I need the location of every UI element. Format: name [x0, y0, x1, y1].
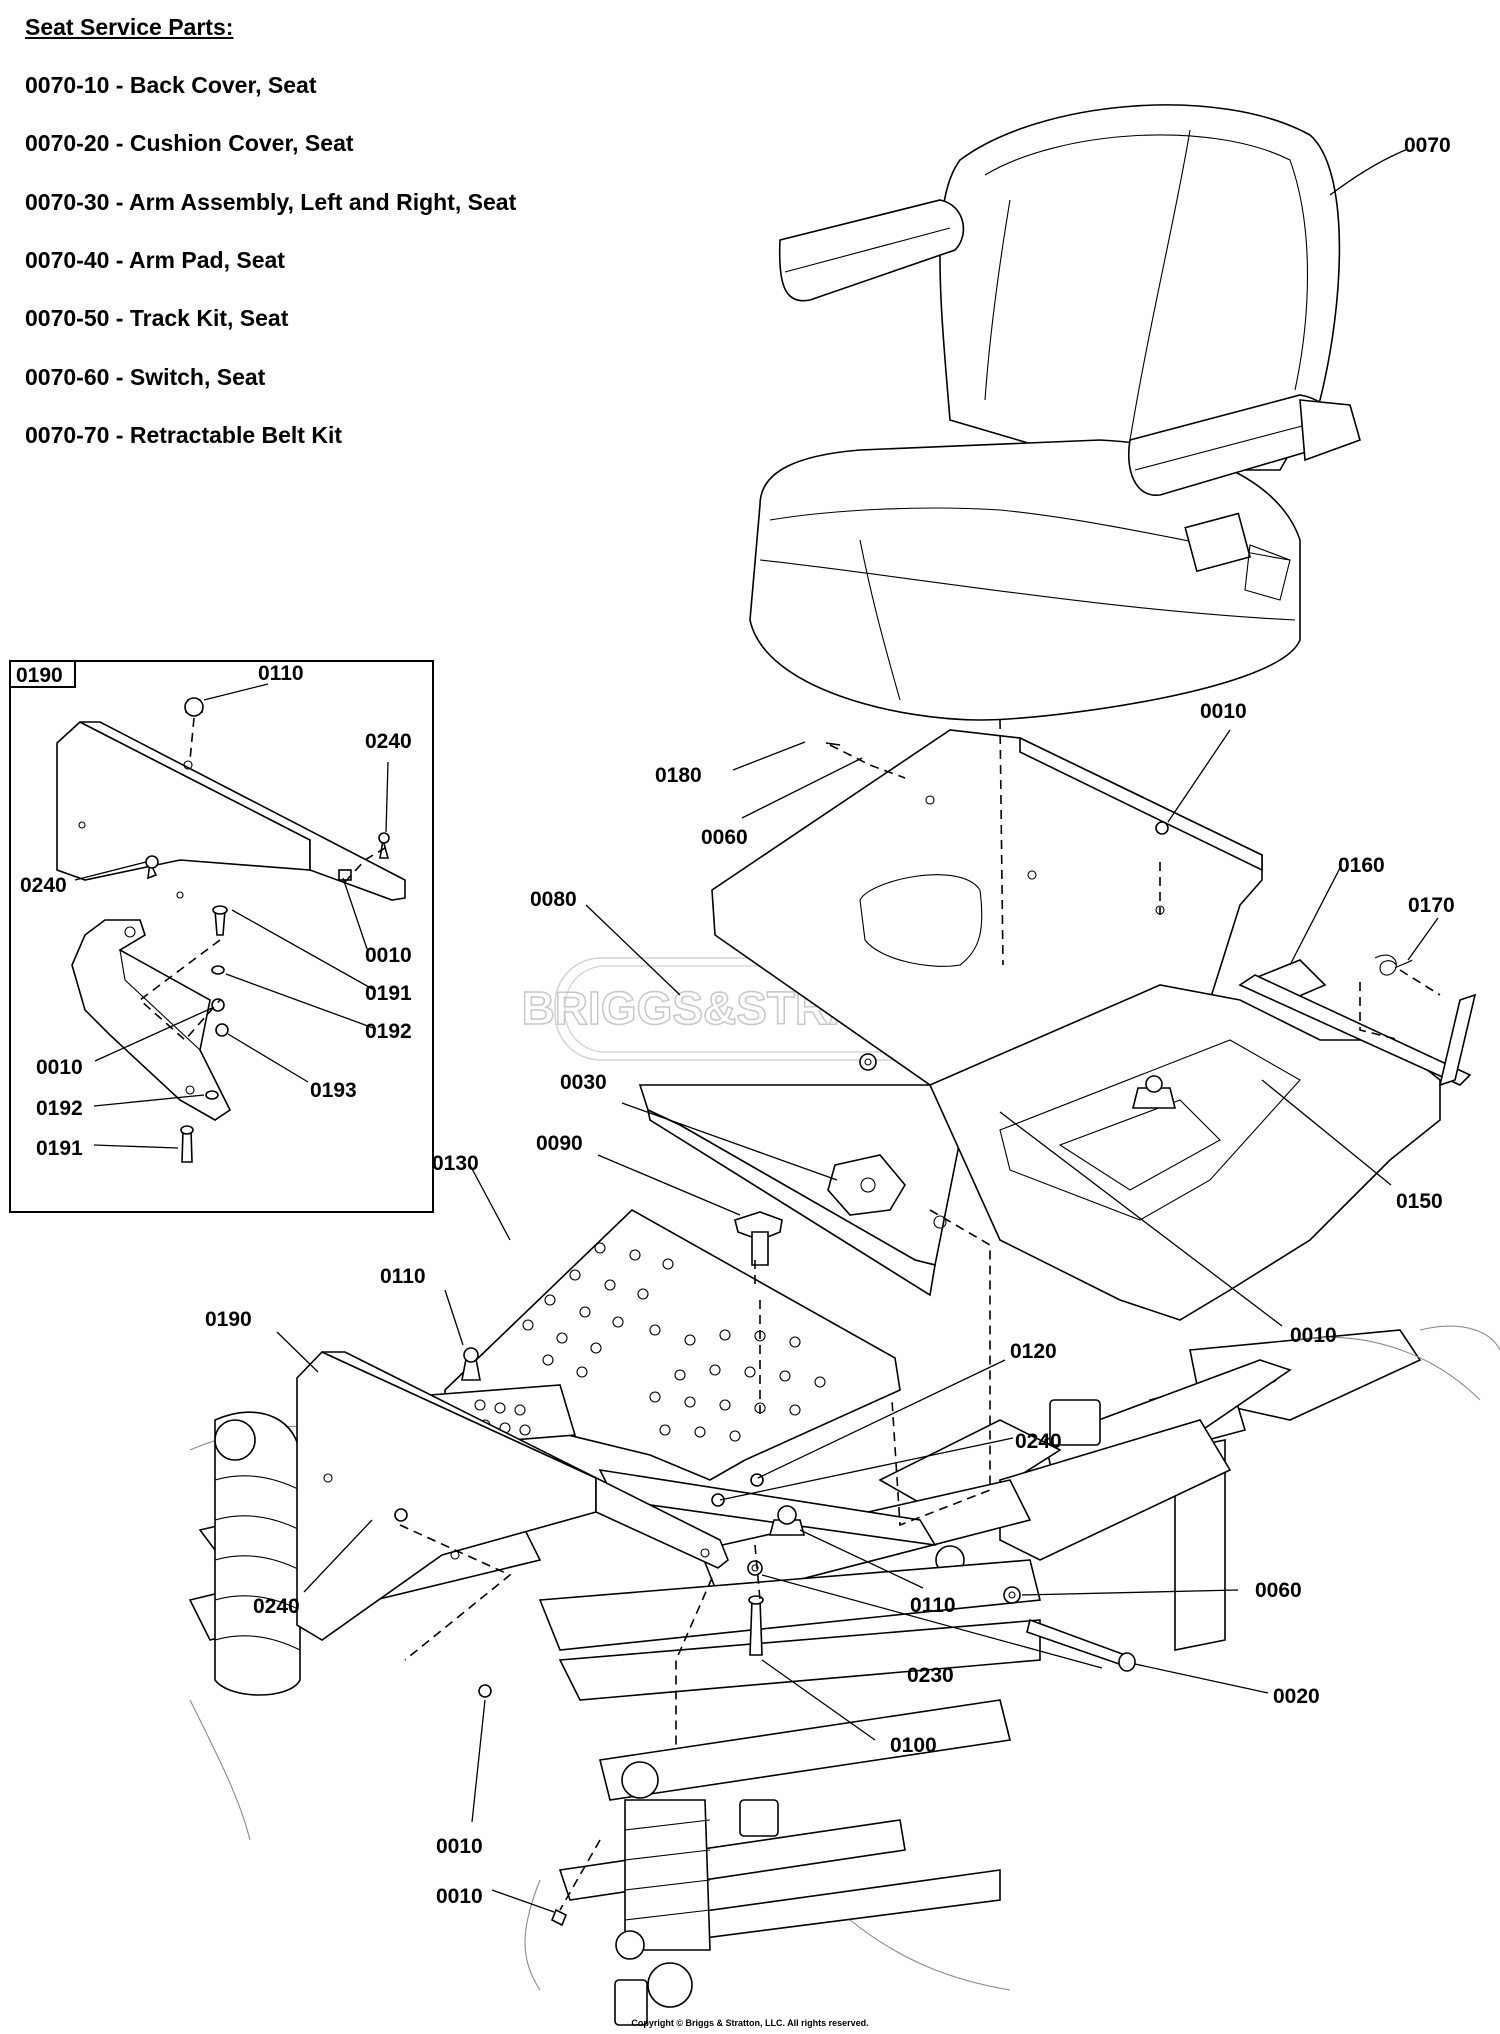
callout-label: 0110 — [380, 1265, 426, 1288]
inset-callouts: 0110 0240 0240 0010 0191 0192 0010 0193 … — [20, 662, 412, 1160]
callout-label: 0192 — [365, 1020, 412, 1043]
callout-label: 0060 — [1255, 1579, 1302, 1602]
service-part-item: 0070-10 - Back Cover, Seat — [25, 72, 317, 98]
callout-label: 0160 — [1338, 854, 1385, 877]
inset-detail-0190: 0190 — [9, 660, 434, 1213]
callout-label: 0193 — [310, 1079, 357, 1102]
callout-label: 0010 — [1200, 700, 1247, 723]
callout-label: 0240 — [253, 1595, 300, 1618]
callout-label: 0240 — [365, 730, 412, 753]
main-callouts: 0070 0010 0180 0060 0160 0170 0080 0030 … — [205, 134, 1455, 1908]
knob-0090 — [734, 1211, 783, 1266]
callout-label: 0020 — [1273, 1685, 1320, 1708]
inset-title: 0190 — [16, 664, 63, 687]
callout-label: 0010 — [365, 944, 412, 967]
callout-label: 0060 — [701, 826, 748, 849]
side-cover-0190 — [296, 1351, 729, 1641]
callout-label: 0192 — [36, 1097, 83, 1120]
callout-label: 0010 — [436, 1835, 483, 1858]
callout-label: 0070 — [1404, 134, 1451, 157]
service-part-item: 0070-20 - Cushion Cover, Seat — [25, 130, 354, 156]
callout-label: 0180 — [655, 764, 702, 787]
callout-label: 0150 — [1396, 1190, 1443, 1213]
copyright-notice: Copyright © Briggs & Stratton, LLC. All … — [631, 2018, 869, 2028]
callout-label: 0170 — [1408, 894, 1455, 917]
center-shock-absorber — [614, 1761, 711, 2026]
callout-label: 0110 — [258, 662, 304, 685]
fastener-hardware — [394, 742, 1169, 1927]
assembly-lines — [399, 719, 1441, 1911]
callout-label: 0230 — [907, 1664, 954, 1687]
seat-assembly — [749, 104, 1361, 721]
callout-label: 0191 — [36, 1137, 83, 1160]
bolt-0100 — [748, 1595, 764, 1656]
callout-label: 0090 — [536, 1132, 583, 1155]
callout-label: 0191 — [365, 982, 412, 1005]
callout-label: 0120 — [1010, 1340, 1057, 1363]
leader-lines — [74, 148, 1439, 1913]
callout-label: 0030 — [560, 1071, 607, 1094]
rubber-bumper — [768, 1075, 1177, 1536]
callout-label: 0010 — [436, 1885, 483, 1908]
callout-label: 0010 — [36, 1056, 83, 1079]
callout-label: 0240 — [1015, 1430, 1062, 1453]
seat-switch-bracket-0160 — [1238, 959, 1477, 1087]
torsion-spring-0170 — [1374, 954, 1413, 976]
callout-label: 0100 — [890, 1734, 937, 1757]
service-part-item: 0070-60 - Switch, Seat — [25, 364, 266, 390]
service-part-item: 0070-40 - Arm Pad, Seat — [25, 247, 285, 273]
service-parts-heading: Seat Service Parts: — [25, 14, 234, 40]
service-part-item: 0070-70 - Retractable Belt Kit — [25, 422, 343, 448]
callout-label: 0130 — [432, 1152, 479, 1175]
seat-pan-0080 — [638, 729, 1263, 1297]
callout-label: 0240 — [20, 874, 67, 897]
callout-label: 0110 — [910, 1594, 956, 1617]
callout-label: 0010 — [1290, 1324, 1337, 1347]
callout-label: 0190 — [205, 1308, 252, 1331]
callout-label: 0080 — [530, 888, 577, 911]
service-part-item: 0070-30 - Arm Assembly, Left and Right, … — [25, 189, 517, 215]
service-part-item: 0070-50 - Track Kit, Seat — [25, 305, 289, 331]
plate-perforations — [522, 1242, 826, 1442]
bolt-0020 — [1026, 1618, 1136, 1672]
left-shock-absorber — [214, 1411, 301, 1696]
